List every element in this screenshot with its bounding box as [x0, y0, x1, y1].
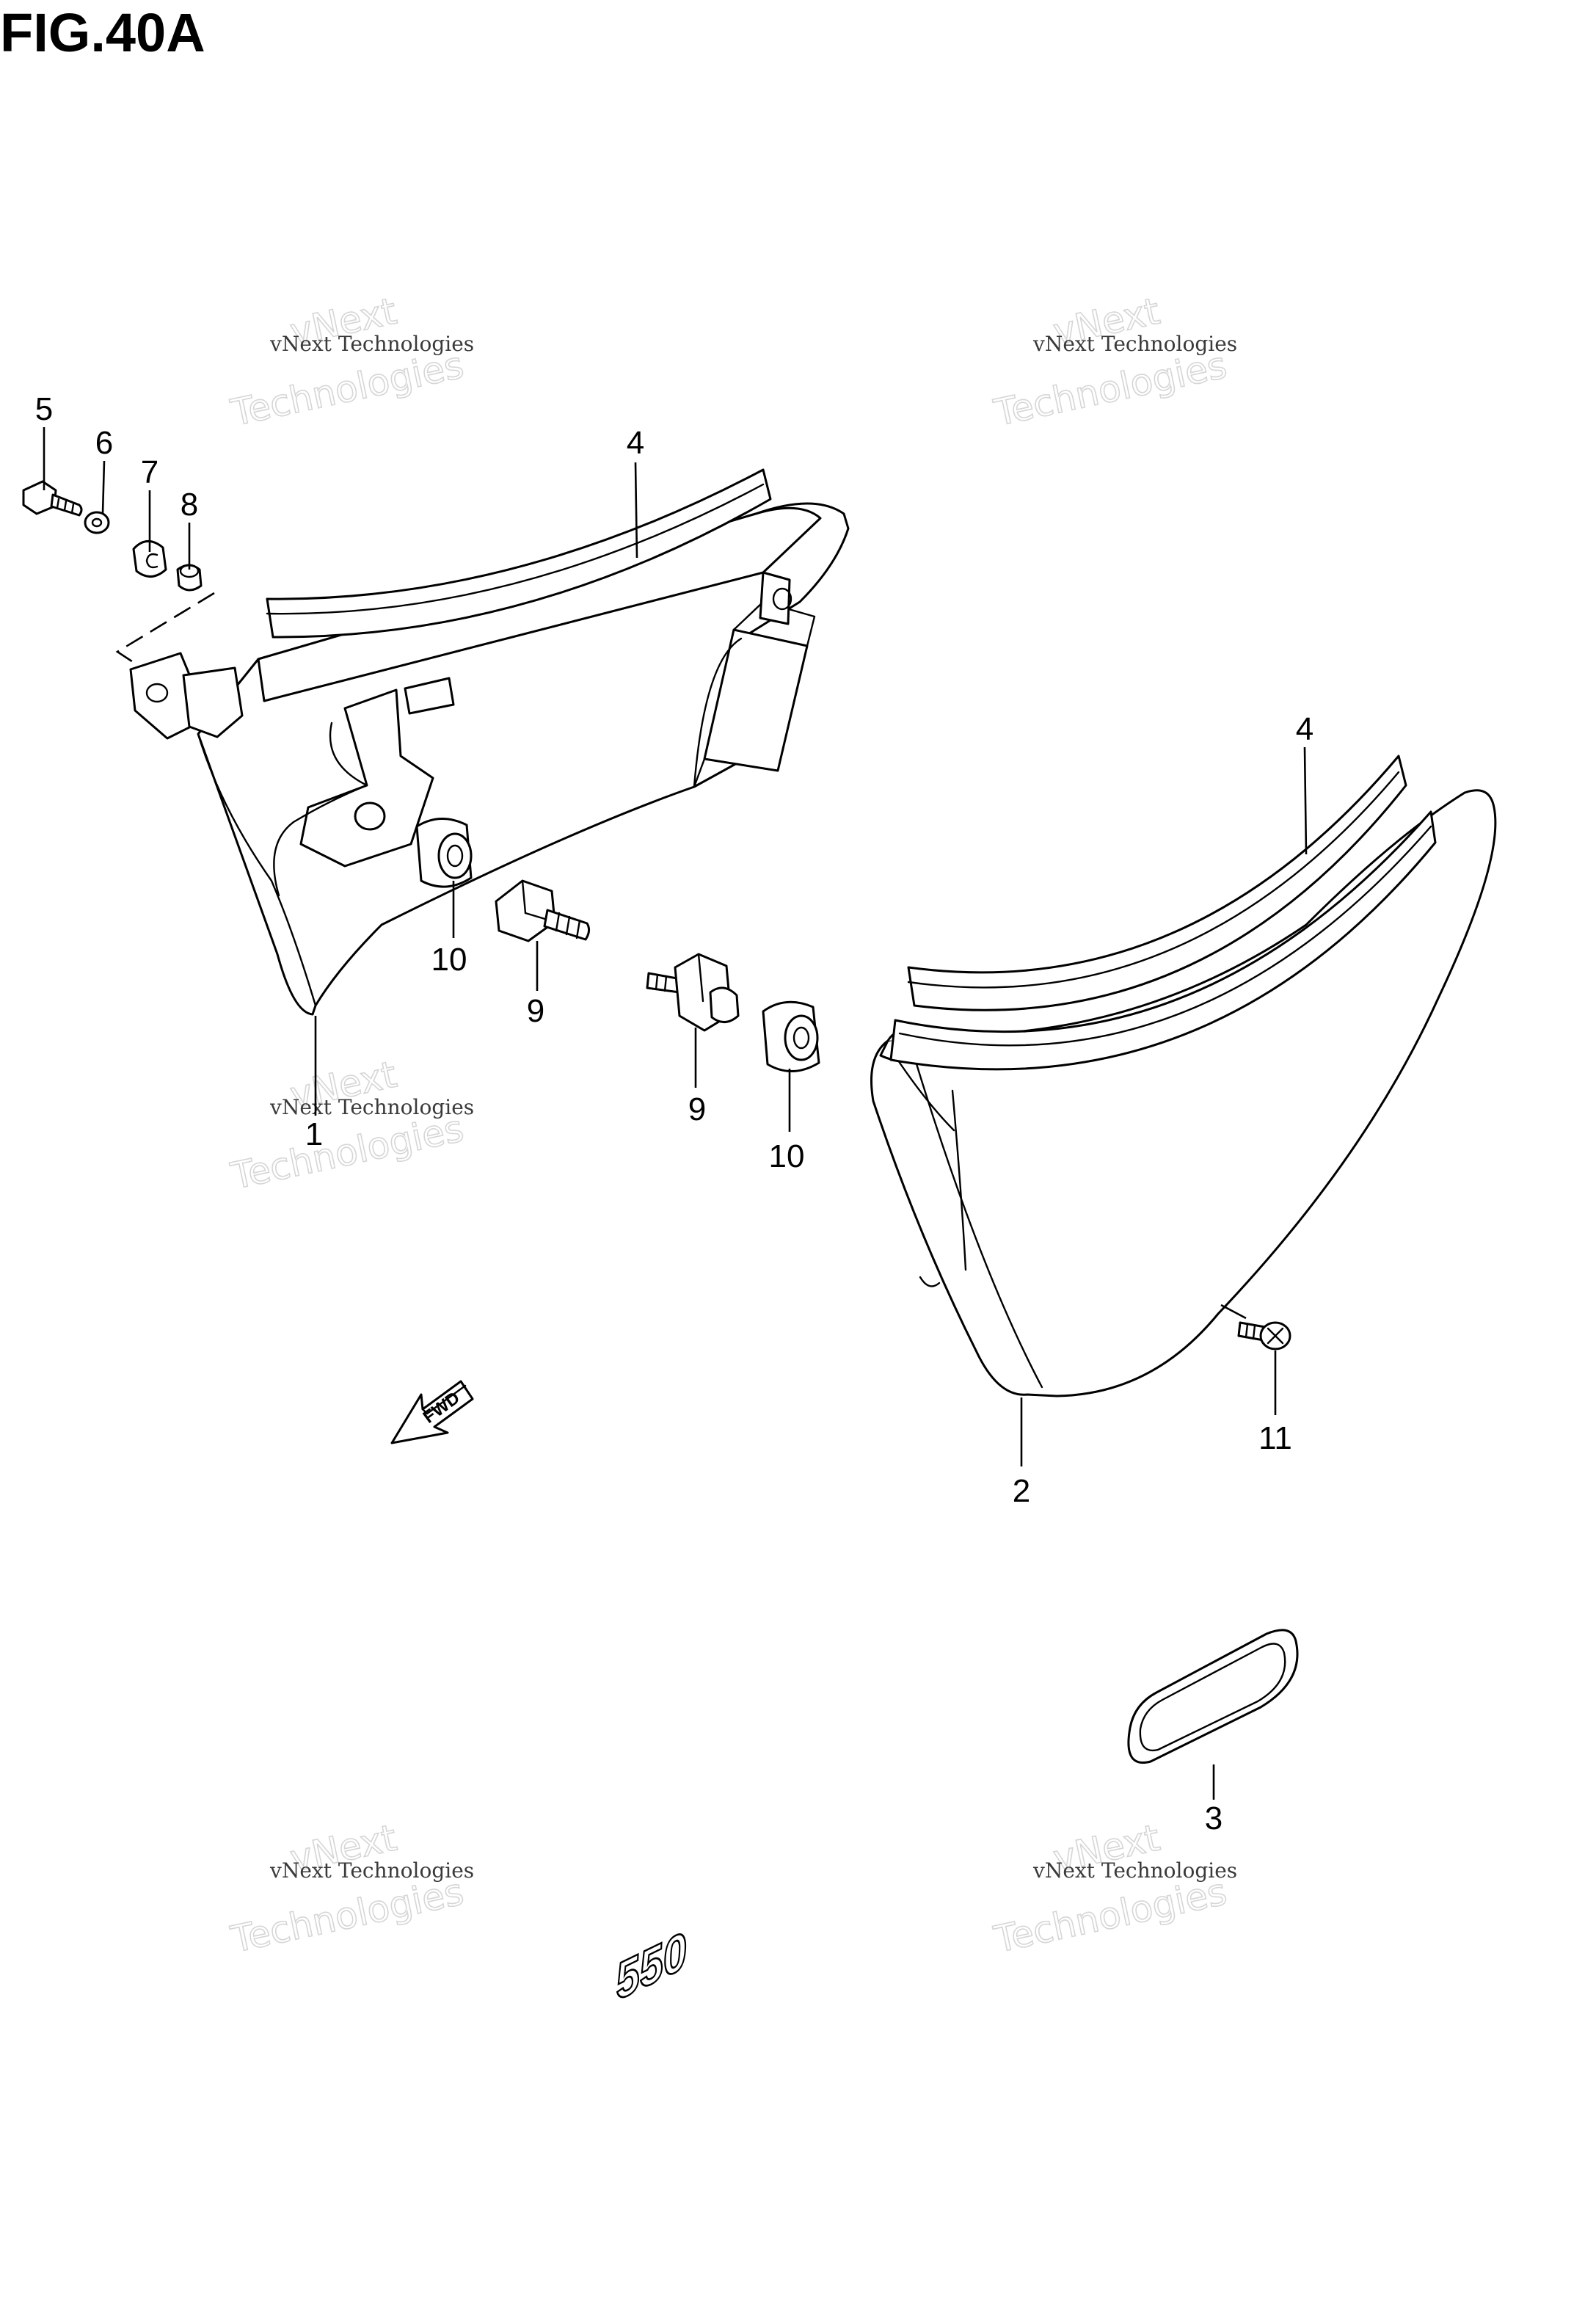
trim-strip-part-4-left — [266, 468, 772, 639]
watermark: Technologies vNext vNext Technologies — [990, 289, 1237, 435]
callout-3: 3 — [1205, 1800, 1222, 1836]
callout-5: 5 — [35, 391, 53, 427]
grommet-part-7 — [132, 540, 167, 578]
screw-part-11 — [1237, 1321, 1291, 1351]
callout-7: 7 — [141, 454, 158, 490]
callout-labels: 5 6 7 8 4 4 1 10 9 9 10 2 11 3 — [35, 391, 1313, 1836]
watermark-small-text: vNext Technologies — [269, 332, 474, 356]
watermark-small-text: vNext Technologies — [269, 1858, 474, 1883]
bolt-part-9-right — [646, 953, 740, 1032]
washer-part-6 — [84, 511, 110, 534]
collar-part-8 — [176, 564, 203, 592]
watermark-big-text: Technologies — [227, 1870, 467, 1961]
forward-direction-arrow: FWD — [390, 1380, 474, 1444]
watermark: Technologies vNext vNext Technologies — [990, 1816, 1237, 1962]
watermark-big-text: Technologies — [227, 1107, 467, 1198]
grommet-part-10-right — [762, 1000, 820, 1072]
callout-11: 11 — [1258, 1420, 1292, 1456]
callout-4-left: 4 — [627, 425, 644, 461]
emblem-part-3: 550 — [612, 1629, 1299, 2013]
bolt-part-9-left — [495, 879, 591, 942]
grommet-part-10-left — [415, 818, 473, 888]
emblem-text: 550 — [613, 1922, 689, 2012]
watermark-small-text: vNext Technologies — [1032, 332, 1237, 356]
callout-10-left: 10 — [431, 942, 467, 978]
callout-4-right: 4 — [1296, 711, 1313, 747]
watermark: Technologies vNext vNext Technologies — [227, 289, 474, 435]
watermark: Technologies vNext vNext Technologies — [227, 1816, 474, 1962]
watermark-big-text: Technologies — [990, 1870, 1230, 1961]
callout-1: 1 — [305, 1116, 323, 1152]
callout-10-right: 10 — [769, 1138, 805, 1174]
callout-2: 2 — [1013, 1473, 1030, 1509]
figure-title: FIG.40A — [0, 2, 205, 63]
watermark-small-text: vNext Technologies — [1032, 1858, 1237, 1883]
watermark-big-text: Technologies — [227, 343, 467, 435]
watermark-small-text: vNext Technologies — [269, 1095, 474, 1119]
callout-9-left: 9 — [527, 993, 544, 1029]
callout-9-right: 9 — [688, 1091, 706, 1127]
callout-8: 8 — [181, 487, 198, 523]
leader-lines — [43, 427, 1308, 1800]
trim-strip-part-4-right — [889, 755, 1437, 1071]
watermark-big-text: Technologies — [990, 343, 1230, 435]
bolt-part-5 — [22, 480, 83, 517]
watermark: Technologies vNext vNext Technologies — [227, 1053, 474, 1199]
callout-6: 6 — [95, 425, 113, 461]
